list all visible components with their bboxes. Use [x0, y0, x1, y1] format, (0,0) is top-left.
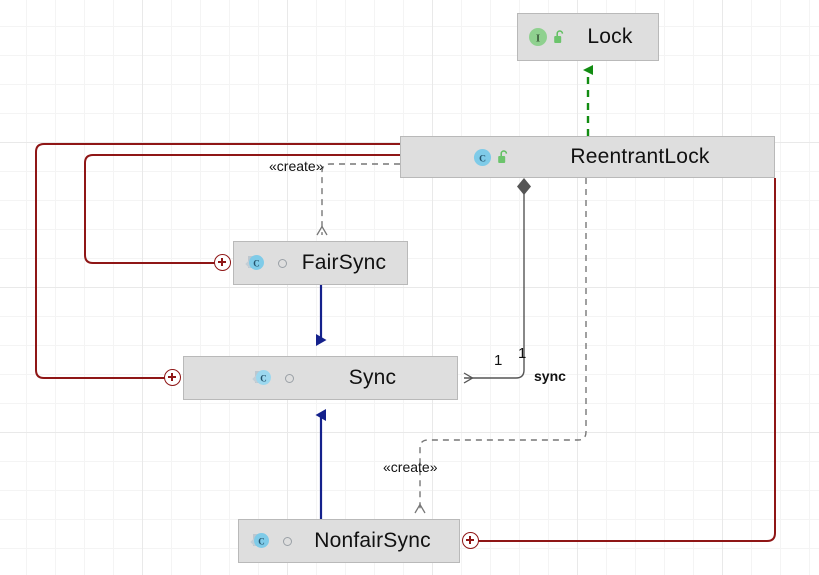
- edge-label-create-fairsync: «create»: [269, 158, 324, 174]
- node-lock-icons: I: [518, 27, 568, 47]
- edge-label-multiplicity-source: 1: [494, 352, 503, 369]
- svg-text:C: C: [479, 154, 486, 164]
- node-nonfairsync[interactable]: C NonfairSync: [238, 519, 460, 563]
- class-icon: C: [473, 148, 492, 166]
- node-nonfairsync-icons: C: [239, 530, 292, 552]
- node-reentrantlock[interactable]: C ReentrantLock: [400, 136, 775, 178]
- edge-composition-reentrantlock-sync[interactable]: [463, 178, 531, 384]
- interface-icon: I: [529, 28, 547, 46]
- edge-dependency-reentrantlock-fairsync[interactable]: [316, 163, 400, 236]
- edge-label-multiplicity-target: 1: [518, 345, 527, 362]
- inner-class-marker-nonfairsync[interactable]: [462, 532, 479, 549]
- inner-class-marker-sync[interactable]: [164, 369, 181, 386]
- inner-class-marker-fairsync[interactable]: [214, 254, 231, 271]
- node-fairsync[interactable]: C FairSync: [233, 241, 408, 285]
- edge-label-create-nonfairsync: «create»: [383, 459, 438, 475]
- node-sync-label: Sync: [348, 366, 397, 389]
- inner-class-icon: C: [252, 370, 271, 385]
- unlock-icon: [498, 150, 508, 163]
- edge-innerclass-reentrantlock-nonfairsync[interactable]: [471, 178, 776, 542]
- inner-class-icon: C: [245, 255, 264, 270]
- edge-dependency-reentrantlock-nonfairsync[interactable]: [414, 178, 587, 514]
- node-reentrantlock-icons: C: [401, 148, 512, 167]
- visibility-dot-icon: [285, 373, 294, 383]
- edge-innerclass-reentrantlock-fairsync[interactable]: [84, 154, 400, 264]
- node-sync[interactable]: C Sync: [183, 356, 458, 400]
- node-sync-icons: C: [184, 367, 294, 389]
- node-fairsync-icons: C: [234, 252, 287, 274]
- node-reentrantlock-label: ReentrantLock: [570, 145, 710, 168]
- svg-text:C: C: [260, 374, 267, 384]
- edge-label-role-sync: sync: [534, 368, 566, 384]
- node-nonfairsync-label: NonfairSync: [314, 529, 431, 552]
- visibility-dot-icon: [278, 258, 287, 268]
- node-lock[interactable]: I Lock: [517, 13, 659, 61]
- node-fairsync-label: FairSync: [301, 251, 387, 274]
- edge-innerclass-reentrantlock-sync[interactable]: [35, 143, 400, 379]
- svg-text:I: I: [536, 33, 540, 45]
- visibility-dot-icon: [283, 536, 292, 546]
- inner-class-icon: C: [250, 533, 269, 548]
- unlock-icon: [554, 30, 564, 43]
- node-lock-label: Lock: [587, 25, 633, 48]
- svg-text:C: C: [258, 537, 265, 547]
- svg-text:C: C: [253, 259, 260, 269]
